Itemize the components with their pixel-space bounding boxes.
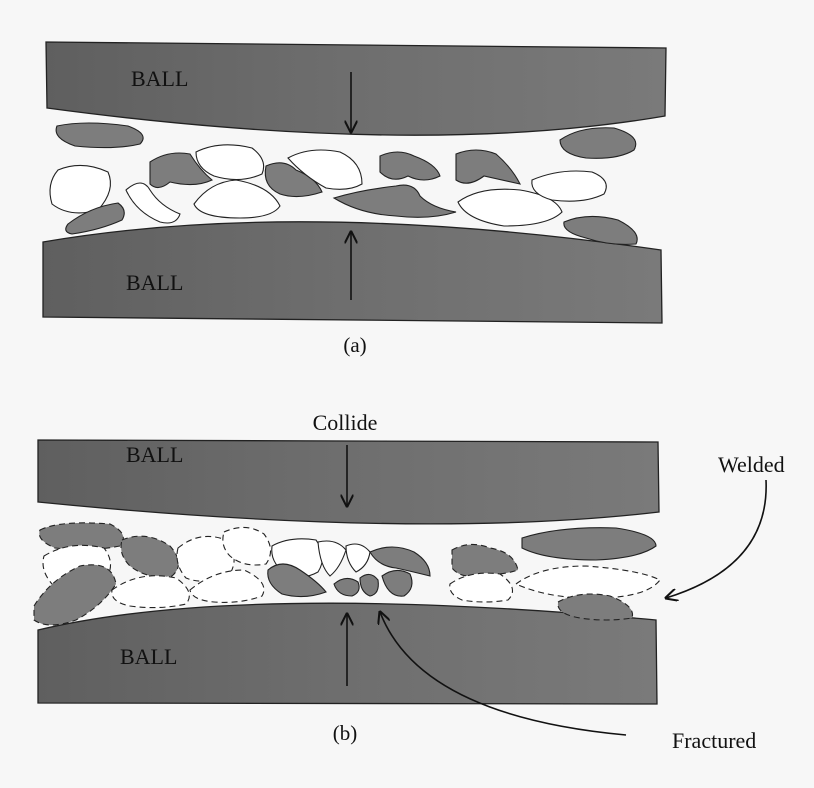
particle (56, 123, 143, 148)
panel-a-bottom-ball-label: BALL (126, 270, 183, 295)
particle (382, 570, 412, 596)
particle (452, 544, 518, 576)
panel-b-collide-label: Collide (313, 410, 378, 435)
particle (516, 566, 660, 598)
particle (121, 536, 179, 577)
panel-b-bottom-ball-label: BALL (120, 644, 177, 669)
panel-a-top-ball-label: BALL (131, 66, 188, 91)
particle (456, 150, 520, 184)
fractured-label: Fractured (672, 728, 756, 753)
particle (318, 541, 346, 576)
particle (522, 528, 656, 560)
welded-arrow (666, 480, 766, 598)
particle (450, 573, 513, 602)
panel-b: Collide (34, 410, 785, 753)
particle (360, 574, 378, 596)
particle (334, 185, 456, 217)
panel-b-caption: (b) (333, 721, 358, 745)
panel-a: BALL BALL (a) (43, 42, 666, 357)
particle (112, 576, 190, 608)
particle (380, 152, 440, 180)
particle (194, 180, 280, 218)
particle (334, 578, 359, 596)
particle (126, 183, 180, 223)
welded-label: Welded (718, 452, 785, 477)
panel-a-caption: (a) (343, 333, 366, 357)
particle (560, 128, 636, 159)
panel-b-top-ball-label: BALL (126, 442, 183, 467)
particle (346, 544, 370, 572)
particle (532, 171, 606, 201)
particle (50, 165, 110, 212)
